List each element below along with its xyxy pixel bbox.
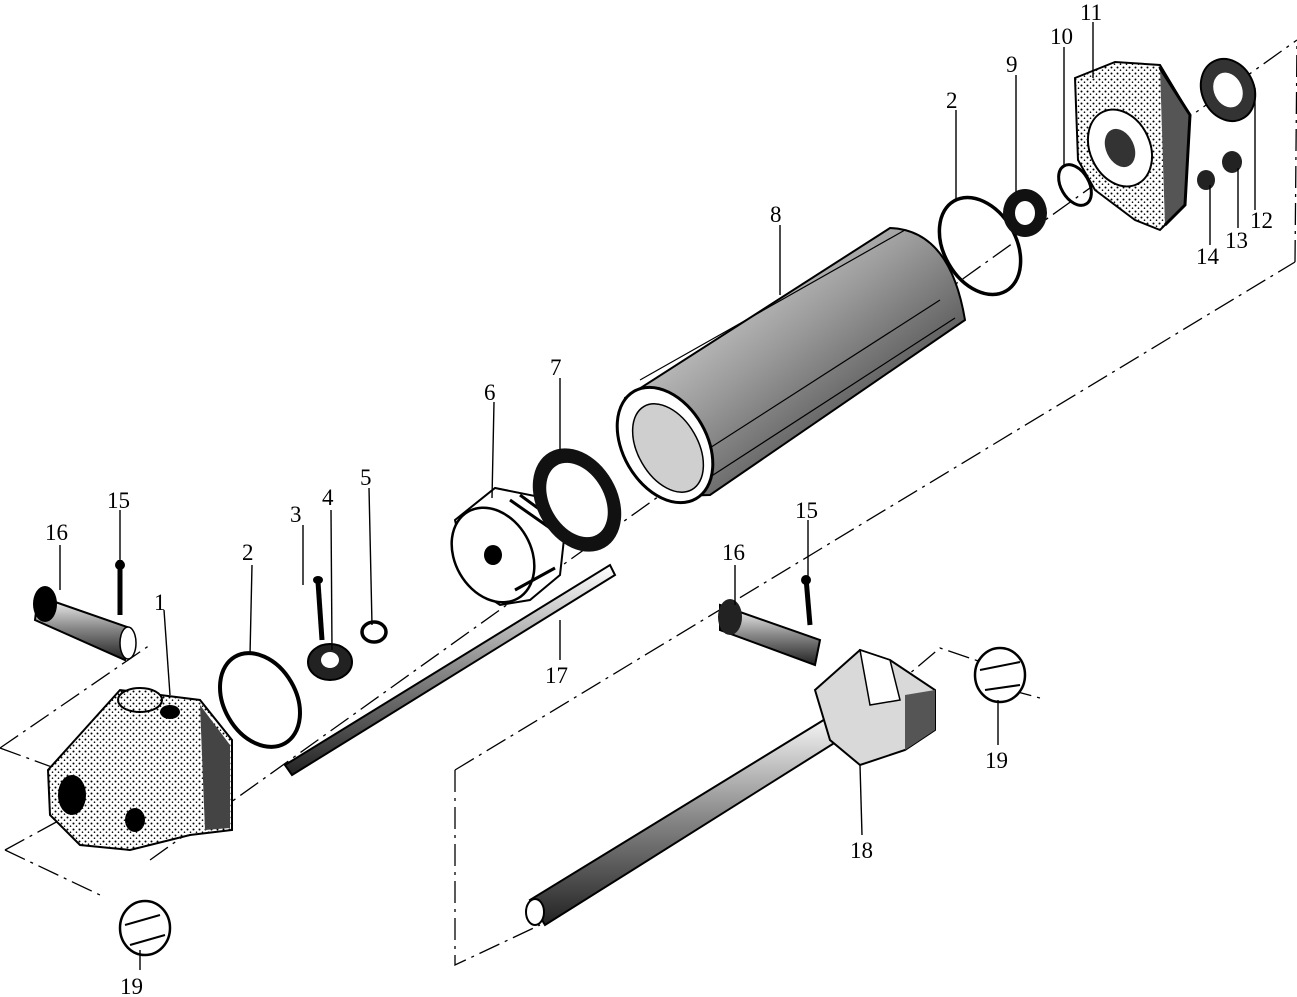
label-7: 7 bbox=[550, 355, 562, 380]
gasket-part-12 bbox=[1199, 57, 1257, 123]
flange-block-part-11 bbox=[1073, 60, 1192, 232]
bolt-part-3 bbox=[313, 576, 325, 641]
label-8: 8 bbox=[770, 202, 782, 227]
label-13: 13 bbox=[1225, 228, 1248, 253]
label-2a: 2 bbox=[242, 540, 254, 565]
end-cap-part-1 bbox=[46, 687, 233, 852]
label-17: 17 bbox=[545, 663, 568, 688]
label-9: 9 bbox=[1006, 52, 1018, 77]
pin-part-16b bbox=[718, 599, 822, 667]
nut-part-14 bbox=[1197, 170, 1215, 190]
pin-part-16a bbox=[33, 586, 137, 662]
label-19a: 19 bbox=[985, 748, 1008, 773]
label-10: 10 bbox=[1050, 24, 1073, 49]
label-18: 18 bbox=[850, 838, 873, 863]
label-2b: 2 bbox=[946, 88, 958, 113]
label-14: 14 bbox=[1196, 244, 1220, 269]
label-19b: 19 bbox=[120, 974, 143, 997]
cylinder-barrel-part-8 bbox=[615, 226, 967, 505]
leader-lines bbox=[59, 22, 1256, 970]
rod-part-17 bbox=[283, 563, 617, 777]
seal-part-9 bbox=[1003, 189, 1047, 237]
bolt-part-15a bbox=[115, 560, 125, 615]
nut-part-4 bbox=[307, 643, 353, 681]
nut-part-13 bbox=[1222, 151, 1242, 173]
o-ring-part-5 bbox=[360, 620, 388, 644]
guide-ring-part-7 bbox=[532, 448, 622, 552]
label-5: 5 bbox=[360, 465, 372, 490]
piston-part-6 bbox=[450, 486, 567, 607]
label-16b: 16 bbox=[722, 540, 745, 565]
part-labels: 1 2 3 4 5 6 7 8 2 9 10 11 12 13 14 15 16… bbox=[45, 0, 1273, 997]
o-ring-part-2a bbox=[218, 651, 302, 749]
label-15a: 15 bbox=[107, 488, 130, 513]
bolt-part-15b bbox=[801, 575, 813, 626]
nut-part-19b bbox=[118, 899, 172, 957]
label-4: 4 bbox=[322, 485, 334, 510]
label-12: 12 bbox=[1250, 208, 1273, 233]
label-3: 3 bbox=[290, 502, 302, 527]
label-1: 1 bbox=[154, 590, 166, 615]
nut-part-19a bbox=[973, 646, 1027, 704]
label-6: 6 bbox=[484, 380, 496, 405]
label-15b: 15 bbox=[795, 498, 818, 523]
label-11: 11 bbox=[1080, 0, 1102, 25]
piston-rod-part-18 bbox=[525, 648, 936, 927]
label-16a: 16 bbox=[45, 520, 68, 545]
